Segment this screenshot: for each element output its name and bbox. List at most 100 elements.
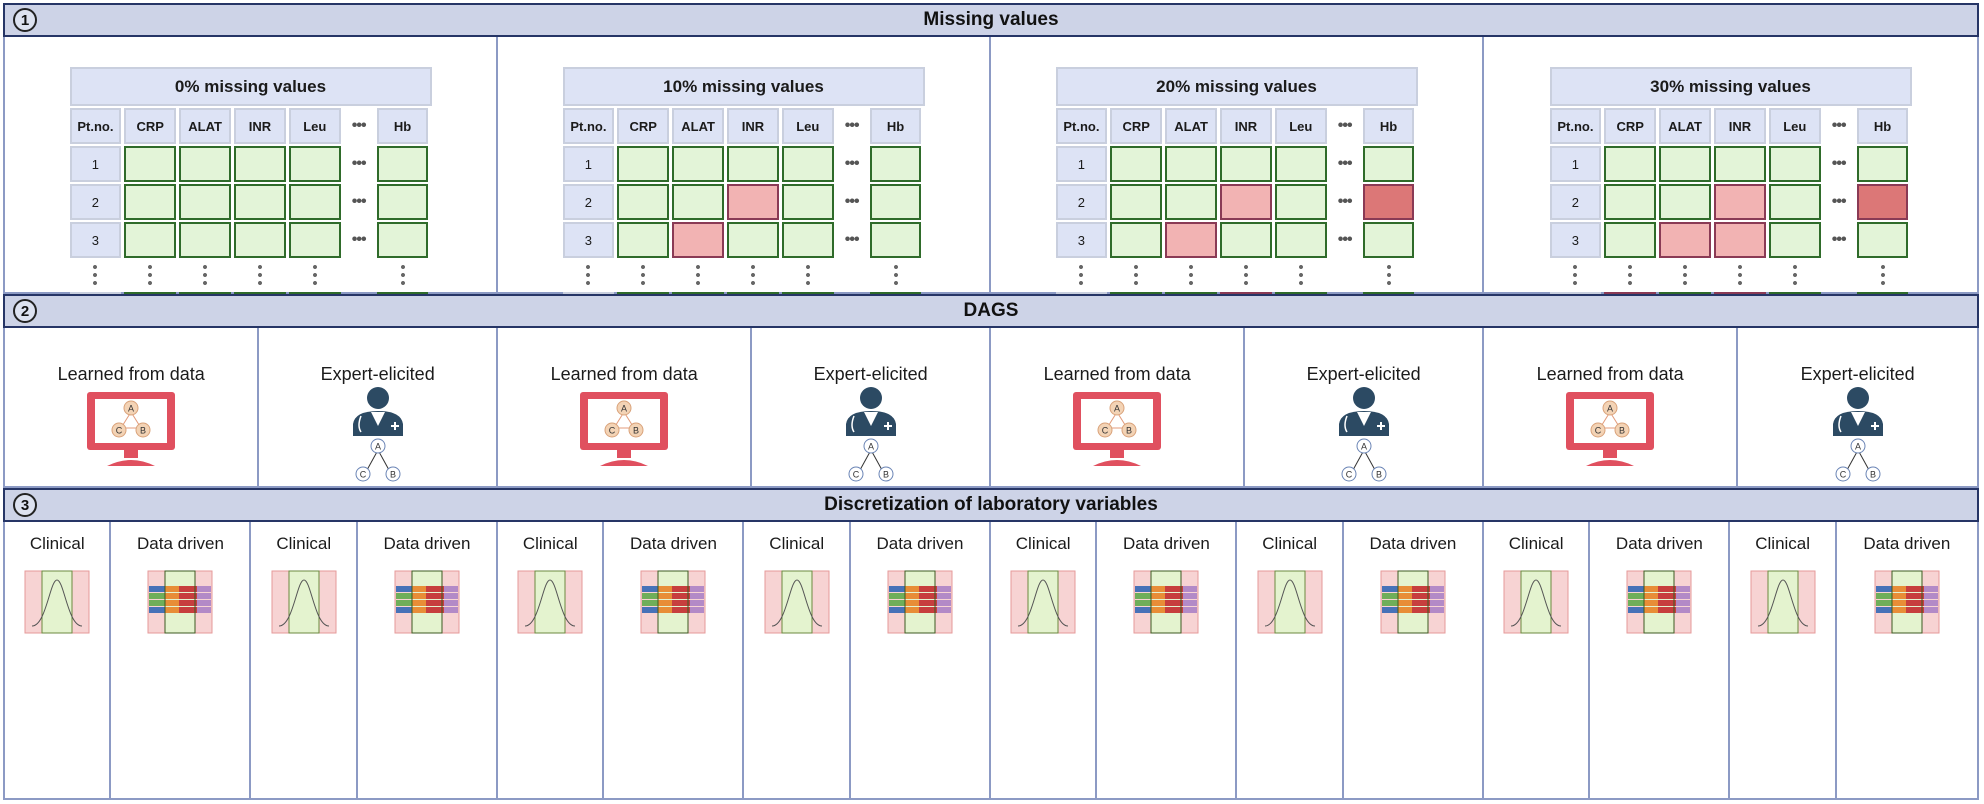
table-row: 1••• (1549, 146, 1912, 182)
section-title: DAGS (963, 300, 1019, 321)
discretization-label: Data driven (383, 534, 471, 553)
observed-value-cell (1768, 184, 1821, 220)
vertical-ellipsis-icon (1714, 260, 1766, 290)
row-label: 1 (1055, 146, 1108, 182)
row-label: 2 (1549, 184, 1602, 220)
observed-value-cell (727, 146, 779, 182)
section-header-missing-values: 1 Missing values (3, 3, 1979, 37)
observed-value-cell (617, 184, 670, 220)
table-title: 0% missing values (69, 67, 432, 106)
svg-text:A: A (1361, 442, 1367, 452)
observed-value-cell (1274, 222, 1327, 258)
observed-value-cell (179, 222, 232, 258)
svg-text:A: A (1114, 404, 1120, 414)
vertical-ellipsis-icon (1659, 260, 1711, 290)
table-row: 3••• (1055, 222, 1418, 258)
observed-value-cell (617, 146, 670, 182)
observed-value-cell (1110, 146, 1163, 182)
vertical-ellipsis-icon (234, 260, 286, 290)
observed-value-cell (1604, 146, 1657, 182)
discretization-panel: Data driven (111, 522, 252, 798)
discretization-label: Clinical (522, 534, 578, 553)
observed-value-cell (1165, 146, 1218, 182)
discretization-label: Data driven (1615, 534, 1703, 553)
svg-text:B: B (1870, 470, 1876, 480)
section-title: Missing values (923, 9, 1059, 30)
observed-value-cell (124, 222, 177, 258)
discretization-panel: Clinical (991, 522, 1098, 798)
column-ellipsis: ••• (1337, 117, 1353, 134)
stacked-bars-icon (1626, 570, 1692, 634)
vertical-ellipsis-icon (1165, 260, 1217, 290)
column-header: CRP (124, 108, 177, 144)
svg-text:B: B (390, 470, 396, 480)
column-header: ALAT (1165, 108, 1218, 144)
discretization-label: Clinical (1755, 534, 1811, 553)
table-row: 1••• (1055, 146, 1418, 182)
vertical-ellipsis-icon (1056, 260, 1108, 290)
vertical-ellipsis-icon (870, 260, 922, 290)
svg-text:A: A (621, 404, 627, 414)
observed-value-cell (1856, 222, 1909, 258)
row-label: 3 (562, 222, 615, 258)
section-number-badge: 2 (13, 299, 37, 323)
column-ellipsis: ••• (1831, 231, 1847, 248)
row-ellipsis (563, 260, 925, 290)
observed-value-cell (869, 222, 922, 258)
column-header: Pt.no. (1549, 108, 1602, 144)
missing-value-cell (727, 184, 779, 220)
row-label: 3 (69, 222, 122, 258)
discretization-label: Data driven (1122, 534, 1210, 553)
discretization-panel: Data driven (358, 522, 498, 798)
stacked-bars-icon (394, 570, 460, 634)
table-row: 1••• (69, 146, 432, 182)
table-row: 3••• (562, 222, 925, 258)
column-header: ALAT (179, 108, 232, 144)
discretization-panel: Clinical (744, 522, 851, 798)
discretization-panel: Clinical (1484, 522, 1591, 798)
stacked-bars-icon (1380, 570, 1446, 634)
discretization-label: Clinical (1508, 534, 1564, 553)
observed-value-cell (1714, 146, 1766, 182)
stacked-bars-icon (640, 570, 706, 634)
row-ellipsis (70, 260, 432, 290)
svg-text:C: C (1595, 426, 1602, 436)
discretization-label: Data driven (137, 534, 224, 553)
vertical-ellipsis-icon (124, 260, 176, 290)
column-header: CRP (617, 108, 670, 144)
missing-value-cell (1659, 222, 1712, 258)
column-header: ALAT (672, 108, 725, 144)
column-header: INR (1220, 108, 1272, 144)
table-title: 30% missing values (1549, 67, 1912, 106)
observed-value-cell (234, 146, 286, 182)
column-ellipsis: ••• (351, 117, 367, 134)
normal-curve-icon (1750, 570, 1816, 634)
discretization-label: Clinical (1262, 534, 1318, 553)
discretization-label: Data driven (1863, 534, 1951, 553)
svg-text:A: A (868, 442, 874, 452)
column-ellipsis: ••• (844, 155, 860, 172)
svg-text:B: B (1619, 426, 1625, 436)
column-ellipsis: ••• (351, 231, 367, 248)
observed-value-cell (1768, 222, 1821, 258)
vertical-ellipsis-icon (1550, 260, 1602, 290)
table-title: 20% missing values (1055, 67, 1418, 106)
dag-label: Expert-elicited (1306, 364, 1421, 384)
column-header: INR (1714, 108, 1766, 144)
column-header: Leu (1768, 108, 1821, 144)
table-row: 1••• (562, 146, 925, 182)
